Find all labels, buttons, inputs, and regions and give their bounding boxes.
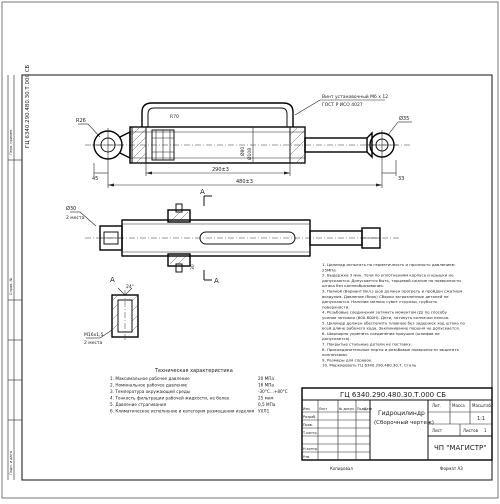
detail-view: A 24° М16х1,5 2 места [84, 276, 139, 346]
title-bottom-right: Формат А3 [440, 466, 463, 471]
requirement-line: 4. Резьбовые соединения затянуть моменто… [322, 310, 448, 315]
spec-row-value: 0,5 МПа [258, 402, 276, 407]
section-label-top: A [200, 188, 205, 196]
leader-note-2: ГОСТ Р ИСО 4027 [322, 102, 363, 108]
requirement-line: 6. Шарнирно укрепить соединение проушин … [322, 331, 440, 336]
title-company: ЧП "МАГИСТР" [434, 444, 486, 452]
dim-left: 45 [92, 176, 98, 182]
detail-label: A [110, 276, 115, 284]
dim-dia2: Ø80 [239, 147, 246, 156]
requirement-line: допускается). [322, 336, 351, 341]
title-row-label: Лист [319, 407, 327, 411]
left-strip-mid: Справ. № [9, 278, 13, 295]
requirement-line: 25МПа [322, 267, 336, 272]
requirement-line: 7. Покрытые стальные детали не поставку. [322, 342, 412, 347]
spec-row-label: 1. Максимальное рабочее давление [110, 376, 190, 381]
dim-total: 480±3 [236, 179, 253, 185]
dim-dia: Ø108 [246, 148, 253, 160]
spec-row-value: 16 МПа [258, 383, 274, 388]
left-strip-top: Перв. примен. [9, 129, 13, 155]
requirement-line: 1. Цилиндр испытать на герметичность и п… [322, 262, 455, 267]
detail-angle: 24° [126, 284, 134, 290]
title-role-label: Пров. [303, 423, 313, 427]
section-barrel [121, 219, 311, 257]
dim-stroke: 290±3 [212, 167, 229, 173]
title-col-scale: Масштаб [472, 403, 492, 408]
section-dim-30-side: 30 [190, 264, 196, 270]
requirement-line: воздухом. Давление (блок) Сборки загрязн… [322, 294, 449, 299]
handle-pipe [141, 102, 294, 127]
title-row-label: Подп. [357, 407, 367, 411]
requirement-line: штока без каплеобразования. [322, 283, 384, 288]
title-sheet-label: Лист [432, 428, 443, 433]
detail-places: 2 места [84, 340, 103, 346]
side-stamp: ГЦ 6340.290.480.30.Т.000 СБ [25, 64, 31, 148]
requirement-line: всей длине рабочего хода. Заклинивание п… [322, 326, 460, 331]
section-dim-places: 2 места [66, 215, 85, 221]
dim-eye-right: Ø35 [399, 115, 409, 122]
requirement-line: усилия затяжки (600-800Н). Дети, затянут… [322, 315, 449, 320]
spec-row-label: 6. Климатическое исполнение и категория … [110, 409, 255, 414]
title-row-label: № докум. [339, 407, 355, 411]
tech-requirements: 1. Цилиндр испытать на герметичность и п… [322, 262, 466, 368]
title-row-label: Изм. [303, 407, 311, 411]
leader-note-1: Винт установочный М6 х 12 [322, 93, 388, 100]
requirement-line: 10. Маркировать ГЦ 6340.290.480.30.Т. Ст… [322, 363, 417, 368]
title-name-1: Гидроцилиндр [378, 410, 425, 417]
requirement-line: допускаются. Допускается быть, торцевой … [322, 278, 461, 283]
spec-row-label: 2. Номинальное рабочее давление [110, 383, 188, 388]
title-doc-code: ГЦ 6340.290.480.30.Т.000 СБ [340, 391, 446, 399]
title-role-label: Т.контр. [302, 431, 318, 435]
spec-row-value: УХЛ1 [258, 409, 270, 414]
title-col-lit: Лит. [432, 403, 441, 408]
title-col-mass: Масса [452, 403, 465, 408]
requirement-line: 8. Присоединительные порты и резьбовые п… [322, 347, 460, 352]
title-scale-value: 1:1 [477, 416, 485, 422]
title-name-2: (Сборочный чертеж) [374, 419, 434, 426]
section-view: A A Ø30 2 места 30 [66, 188, 400, 285]
spec-row-label: 3. Температура окружающей среды [110, 389, 190, 394]
title-sheets-label: Листов [463, 428, 479, 433]
section-dim-30: Ø30 [66, 205, 76, 212]
inner-frame [21, 74, 493, 481]
title-role-label: Разраб. [303, 415, 316, 419]
leader-r: R70 [170, 114, 179, 120]
tech-spec: Техническая характеристика 1. Максимальн… [110, 368, 288, 414]
requirement-line: 2. Выдержка 3 мин. Течи по уплотнениям к… [322, 273, 454, 278]
spec-row-value: -30°С...+80°С [258, 389, 288, 394]
title-role-label: Утв. [303, 455, 310, 459]
title-block: ГЦ 6340.290.480.30.Т.000 СБ Гидроцилиндр… [301, 387, 493, 471]
requirement-line: колпачками. [322, 352, 348, 357]
title-sheets-value: 1 [484, 428, 487, 433]
spec-row-label: 5. Давление страгивания [110, 402, 167, 407]
title-bottom-left: Копировал [330, 466, 353, 471]
main-view: 480±3 290±3 45 33 Ø108 Ø80 R26 Ø35 Винт … [76, 93, 412, 188]
spec-row-value: 20 МПа [258, 376, 274, 381]
dim-eye-left: R26 [76, 118, 86, 124]
requirement-line: допускаются. Наличие мелких сувит стружк… [322, 299, 438, 304]
left-strip: ГЦ 6340.290.480.30.Т.000 СБ Перв. примен… [7, 64, 31, 480]
title-row-label: Дата [364, 407, 372, 411]
requirement-line: 9. Размеры для справок. [322, 357, 372, 362]
tech-spec-title: Техническая характеристика [154, 368, 233, 374]
requirement-line: 5. Цилиндр должен обеспечить плавную без… [322, 320, 466, 325]
requirement-line: поверхности. [322, 304, 349, 309]
left-strip-bottom: Подп. и дата [9, 451, 13, 475]
requirement-line: 3. Паяной (Вариант Вкл.) шов должен прог… [322, 289, 462, 294]
detail-thread: М16х1,5 [84, 332, 104, 338]
title-role-label: Н.контр. [303, 447, 318, 451]
spec-row-value: 25 мкм [258, 396, 274, 401]
dim-right: 33 [398, 176, 404, 182]
section-label-bottom: A [214, 277, 219, 285]
spec-row-label: 4. Тонкость фильтрации рабочей жидкости,… [110, 396, 230, 401]
